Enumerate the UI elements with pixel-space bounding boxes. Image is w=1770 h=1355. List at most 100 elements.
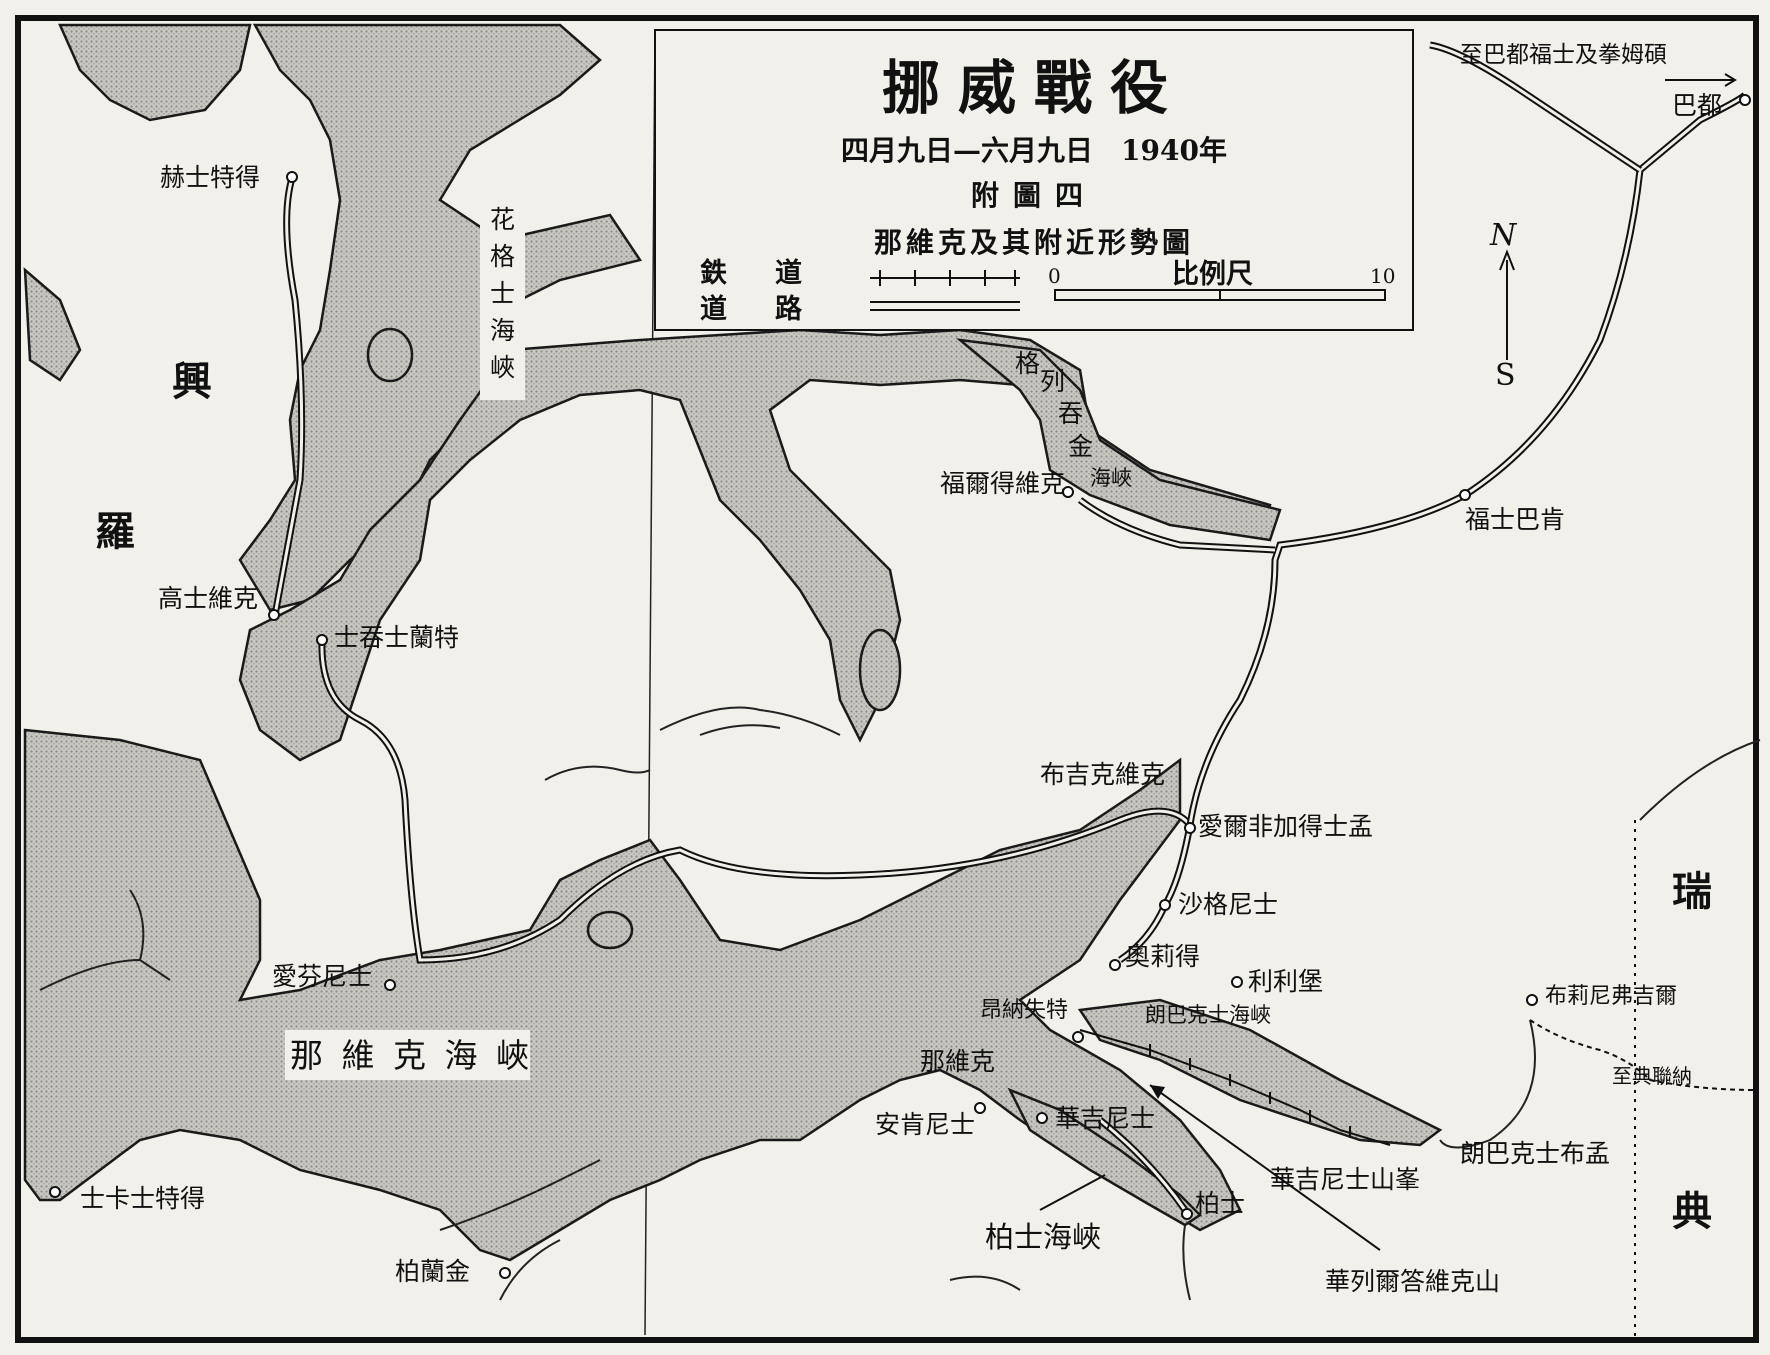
town-bjornfjell (1526, 994, 1538, 1006)
railway-ofoten (1079, 1029, 1391, 1146)
town-ballangen (499, 1267, 511, 1279)
river-west-2 (129, 889, 145, 961)
water-rombaksfjord (1077, 998, 1443, 1147)
label-gratangen-5: 海峽 (1090, 466, 1132, 490)
label-fagernes-mtn: 華吉尼士山峯 (1270, 1165, 1420, 1194)
label-lillebo: 利利堡 (1248, 967, 1323, 996)
town-ornes (1072, 1031, 1084, 1043)
railway-ofoten-line (1079, 1029, 1391, 1146)
scale-bar (1054, 289, 1386, 301)
legend-railway-2: 道 (775, 257, 802, 289)
border-sweden-arc (1639, 739, 1761, 821)
town-elvegaard (1184, 822, 1196, 834)
town-evenes (384, 979, 396, 991)
water-bodies (23, 23, 1443, 1262)
legend-scale-start: 0 (1048, 264, 1061, 288)
label-gratangen-1: 格 (1015, 349, 1040, 378)
arrow-haugfjell (1149, 1084, 1381, 1251)
legend-scale-end: 10 (1370, 264, 1395, 288)
town-ankenes (974, 1102, 986, 1114)
label-rombaksfjord: 朗巴克士海峽 (1145, 1003, 1271, 1027)
river-south-2 (499, 1239, 561, 1301)
mountain-ridge-1 (659, 706, 841, 736)
water-beisfjord (1007, 1087, 1202, 1227)
water-central-fjord (238, 328, 1272, 762)
railway-ofoten-ticks (1149, 1044, 1351, 1138)
water-gratangen (955, 338, 1282, 542)
label-bjornfjell: 布莉尼弗吉爾 (1545, 984, 1677, 1009)
label-sweden-dir: 至典聯納 (1612, 1064, 1692, 1088)
label-gratangen-4: 金 (1068, 432, 1093, 461)
arrow-beisfjord (1039, 1174, 1106, 1211)
river-beisfjord (1182, 1224, 1191, 1301)
label-beisfjord-town: 柏士 (1195, 1189, 1245, 1218)
map-frame (15, 15, 1759, 1343)
label-ofotfjord: 那 維 克 海 峽 (290, 1036, 533, 1075)
arrow-haugfjell-head (1150, 1085, 1165, 1099)
label-sjomann: 沙格尼士 (1178, 890, 1278, 919)
country-sweden-1: 瑞 (1672, 868, 1712, 915)
legend-road-symbol (870, 301, 1020, 311)
water-nw-inlet (58, 23, 252, 122)
arrow-bardu (1665, 73, 1737, 87)
river-east (1439, 1019, 1536, 1149)
label-elvegaard: 愛爾非加得士孟 (1198, 812, 1373, 841)
water-west-lake (23, 267, 82, 382)
label-haugfjell: 華列爾答維克山 (1325, 1267, 1500, 1296)
north-arrow-letter: N (1489, 218, 1518, 253)
label-lavangen: 士吞士蘭特 (334, 623, 459, 652)
label-ballangen: 柏蘭金 (395, 1257, 470, 1286)
title-main: 挪威戰役 (882, 54, 1186, 122)
water-labels: 花 格 士 海 峽 格 列 吞 金 海峽 那 維 克 海 峽 朗巴克士海峽 柏士… (285, 195, 1271, 1254)
label-evenes: 愛芬尼士 (272, 962, 372, 991)
town-skaanland (49, 1186, 61, 1198)
town-lillebo (1231, 976, 1243, 988)
title-dates: 四月九日—六月九日 1940年 (841, 134, 1227, 167)
label-beisfjord: 柏士海峽 (985, 1220, 1101, 1254)
label-bardu: 巴都 (1672, 91, 1722, 120)
water-ofotfjord (23, 728, 1242, 1262)
mountain-south (949, 1275, 1021, 1291)
title-plate: 附圖四 (971, 179, 1097, 212)
town-bardu (1739, 94, 1751, 106)
label-harstad-strait-1: 花 (490, 205, 515, 234)
town-foldvik (1062, 486, 1074, 498)
label-narvik: 那維克 (920, 1047, 995, 1076)
country-sweden-2: 典 (1672, 1188, 1712, 1235)
label-rombaksbotn: 朗巴克士布孟 (1460, 1139, 1610, 1168)
town-harstad (286, 171, 298, 183)
label-skaanland: 士卡士特得 (80, 1184, 205, 1213)
north-arrow (1499, 249, 1515, 360)
town-beisfjord (1181, 1208, 1193, 1220)
mountain-ridge-3 (544, 765, 651, 781)
river-west-1 (39, 958, 171, 991)
label-oyjord: 奧莉得 (1125, 942, 1200, 971)
label-kvaefjord: 高士維克 (158, 584, 258, 613)
north-arrow-s: S (1495, 358, 1516, 393)
mountain-ridge-2 (699, 724, 781, 736)
river-south-1 (439, 1159, 601, 1231)
town-sjomann (1159, 899, 1171, 911)
legend-railway-1: 鉄 (700, 257, 727, 289)
water-lake-3 (586, 910, 634, 950)
label-ankenes: 安肯尼士 (875, 1110, 975, 1139)
label-ornes: 昂納失特 (980, 998, 1068, 1023)
label-harstad-strait-3: 士 (490, 279, 515, 308)
label-harstad-strait-2: 格 (490, 242, 515, 271)
town-fagernes (1036, 1112, 1048, 1124)
label-foldvik: 福爾得維克 (940, 469, 1065, 498)
town-kvaefjord (268, 609, 280, 621)
legend-scale-label: 比例尺 (1172, 259, 1253, 290)
title-subtitle: 那維克及其附近形勢圖 (874, 226, 1194, 259)
label-bardu-dir: 至巴都福士及拳姆碩 (1460, 42, 1667, 68)
label-fossbakken: 福士巴肯 (1465, 505, 1565, 534)
water-lake-1 (366, 327, 414, 383)
label-bjerkvik: 布吉克維克 (1040, 760, 1165, 789)
label-fagernes: 華吉尼士 (1055, 1104, 1155, 1133)
label-harstad-strait-4: 海 (490, 316, 515, 345)
water-lake-2 (858, 628, 902, 712)
country-norway-1: 興 (172, 358, 212, 405)
place-labels: 赫士特得 高士維克 士吞士蘭特 愛芬尼士 士卡士特得 柏蘭金 布吉克維克 愛爾非… (80, 42, 1722, 1296)
legend-road-1: 道 (700, 293, 727, 325)
